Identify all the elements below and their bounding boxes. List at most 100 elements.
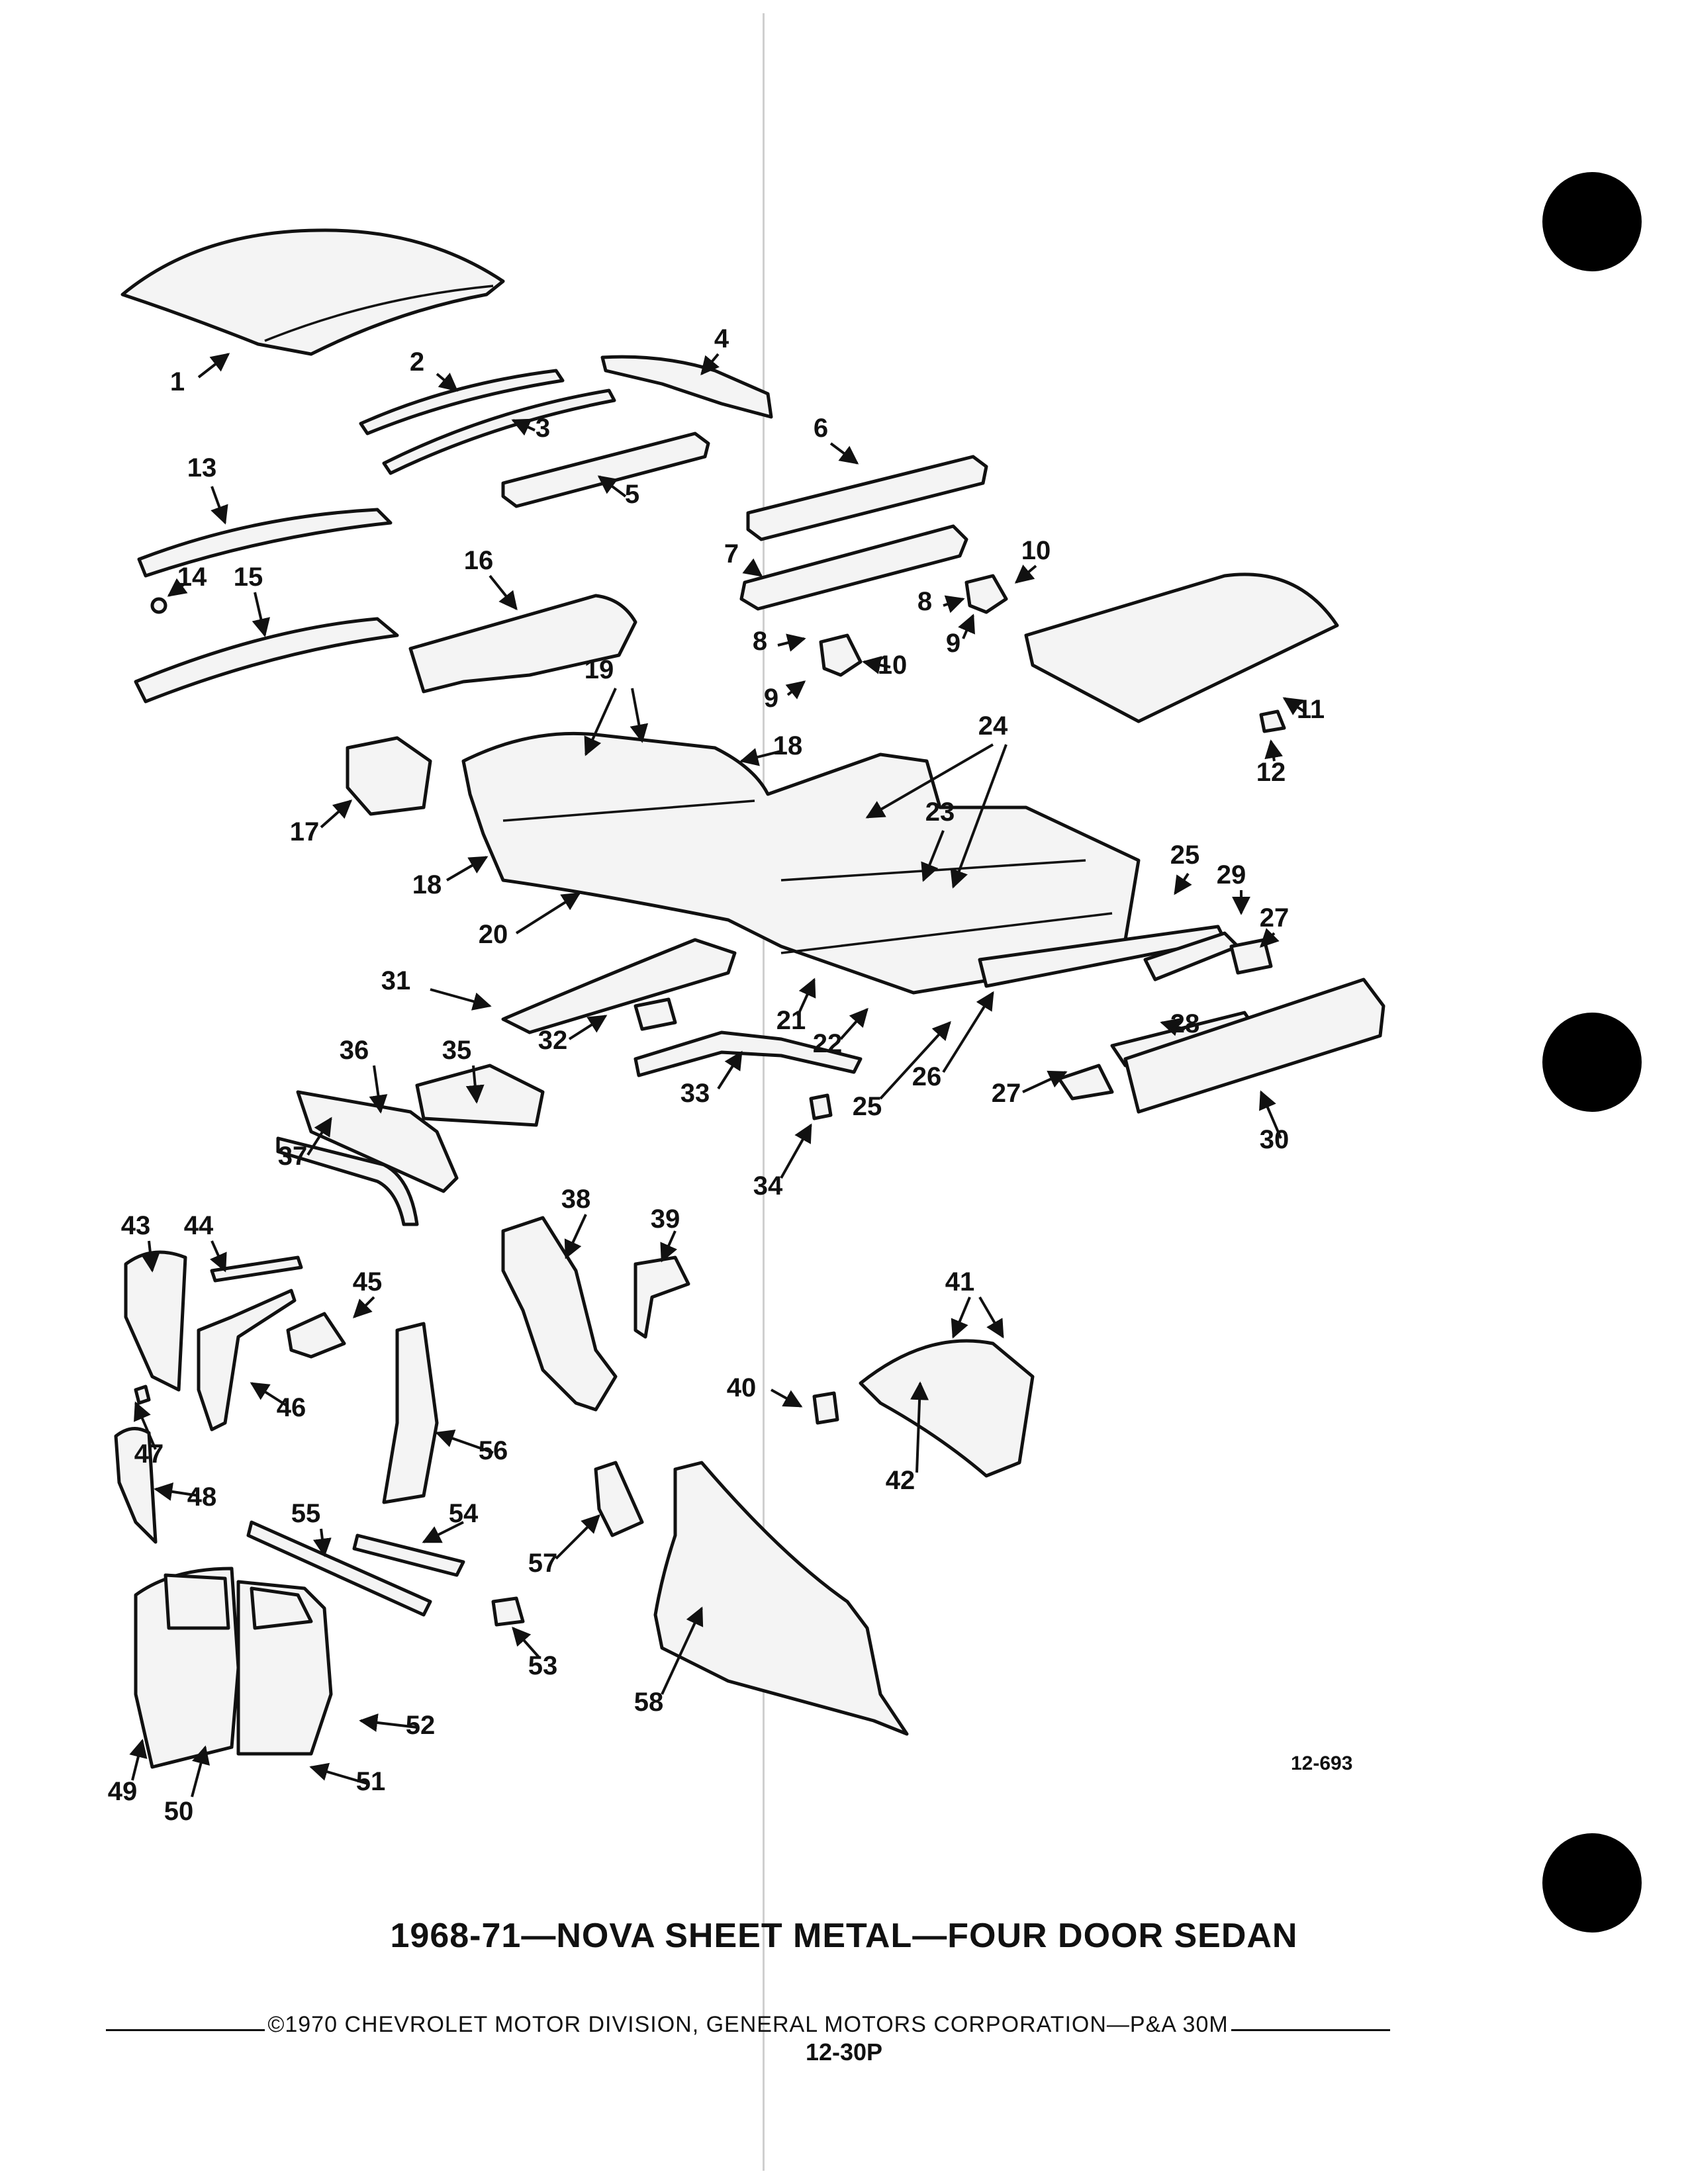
callout-arrow-56 [435, 1430, 494, 1454]
footer-rule-left [106, 2029, 265, 2031]
callout-25: 25 [1170, 841, 1200, 870]
callout-arrow-19 [584, 688, 617, 756]
footer-rule-right [1231, 2029, 1390, 2031]
callout-arrow-22 [839, 1007, 868, 1040]
callout-arrow-12 [1264, 739, 1283, 762]
callout-arrow-27 [1260, 928, 1280, 948]
callout-arrow-45 [353, 1296, 375, 1318]
callout-49: 49 [108, 1777, 138, 1806]
callout-9: 9 [764, 684, 778, 713]
callout-arrow-20 [515, 892, 581, 934]
callout-arrow-24 [950, 744, 1008, 889]
callout-arrow-36 [369, 1065, 388, 1114]
callout-arrow-55 [312, 1528, 332, 1557]
callout-15: 15 [234, 563, 263, 592]
callout-52: 52 [406, 1711, 436, 1740]
callout-arrow-28 [1160, 1018, 1186, 1036]
callout-arrow-2 [436, 373, 459, 392]
callout-arrow-27 [1022, 1070, 1068, 1093]
copyright-text: ©1970 CHEVROLET MOTOR DIVISION, GENERAL … [267, 2012, 1229, 2037]
callout-5: 5 [625, 480, 639, 509]
callout-arrow-42 [910, 1381, 929, 1473]
callout-arrow-49 [129, 1739, 148, 1781]
callout-arrow-37 [306, 1116, 332, 1156]
callout-23: 23 [925, 797, 955, 827]
callout-22: 22 [813, 1029, 843, 1058]
callout-25-b: 25 [853, 1092, 882, 1121]
callout-arrow-31 [430, 988, 492, 1011]
deck-lid-part [1024, 572, 1339, 723]
callout-45: 45 [353, 1267, 383, 1297]
callout-18: 18 [773, 731, 803, 760]
callout-arrow-58 [661, 1606, 704, 1695]
hinge-bracket-parts [819, 574, 1008, 677]
callout-arrow-23 [921, 830, 945, 882]
copyright-footer: ©1970 CHEVROLET MOTOR DIVISION, GENERAL … [106, 2012, 1390, 2038]
callout-arrow-15 [252, 592, 270, 637]
callout-arrow-21 [796, 978, 816, 1017]
callout-4: 4 [714, 324, 729, 353]
callout-35: 35 [442, 1036, 472, 1065]
callout-arrow-24 [865, 743, 994, 819]
rear-panel-parts [739, 455, 988, 611]
roof-bow-parts [359, 369, 616, 475]
callout-arrow-46 [250, 1382, 289, 1408]
callout-arrow-8 [943, 595, 965, 614]
callout-27-b: 27 [992, 1079, 1021, 1108]
callout-17: 17 [290, 817, 320, 846]
callout-58: 58 [634, 1688, 664, 1717]
callout-arrow-57 [555, 1514, 600, 1560]
binder-hole-top [1542, 172, 1642, 271]
callout-arrow-34 [780, 1123, 812, 1179]
callout-arrow-13 [211, 486, 228, 525]
binder-hole-middle [1542, 1013, 1642, 1112]
figure-number: 12-693 [1291, 1752, 1353, 1774]
callout-arrow-6 [829, 442, 859, 465]
page-fold-line [763, 13, 765, 2171]
callout-55: 55 [291, 1499, 321, 1528]
roof-bow-5-part [501, 432, 710, 508]
callout-arrow-9 [958, 614, 975, 639]
callout-9-b: 9 [946, 629, 961, 658]
callout-51: 51 [356, 1767, 386, 1796]
callout-14: 14 [177, 563, 207, 592]
callout-arrow-48 [154, 1482, 199, 1501]
callout-42: 42 [886, 1466, 915, 1495]
rear-quarter-inner-parts [501, 1216, 1035, 1478]
callout-arrow-1 [197, 353, 230, 379]
callout-18-b: 18 [412, 870, 442, 899]
callout-54: 54 [449, 1499, 479, 1528]
callout-29: 29 [1217, 860, 1246, 889]
callout-arrow-51 [309, 1762, 368, 1785]
callout-arrow-8 [777, 633, 806, 652]
callout-6: 6 [814, 414, 828, 443]
callout-arrow-16 [489, 574, 518, 611]
callout-32: 32 [538, 1026, 568, 1055]
callout-20: 20 [479, 920, 508, 949]
callout-arrow-41 [951, 1297, 971, 1339]
callout-34: 34 [753, 1171, 783, 1201]
callout-48: 48 [187, 1482, 217, 1512]
page-title: 1968-71—NOVA SHEET METAL—FOUR DOOR SEDAN [390, 1917, 1298, 1955]
callout-28: 28 [1170, 1009, 1200, 1038]
callout-19: 19 [585, 655, 614, 684]
callout-arrow-39 [660, 1230, 678, 1263]
bumper-12-part [1259, 709, 1286, 733]
callout-10: 10 [878, 651, 908, 680]
callout-arrow-30 [1259, 1090, 1282, 1139]
callout-47: 47 [134, 1439, 164, 1469]
callout-3: 3 [536, 414, 550, 443]
callout-arrow-32 [568, 1015, 608, 1040]
callout-arrow-33 [717, 1050, 743, 1090]
callout-arrow-11 [1282, 697, 1305, 715]
callout-26: 26 [912, 1062, 942, 1091]
callout-53: 53 [528, 1651, 558, 1680]
callout-arrow-26 [942, 991, 994, 1073]
callout-arrow-18 [445, 856, 489, 882]
cowl-side-17-part [346, 736, 432, 816]
callout-40: 40 [727, 1373, 757, 1402]
callout-31: 31 [381, 966, 411, 995]
callout-24: 24 [978, 711, 1008, 741]
callout-36: 36 [340, 1036, 369, 1065]
